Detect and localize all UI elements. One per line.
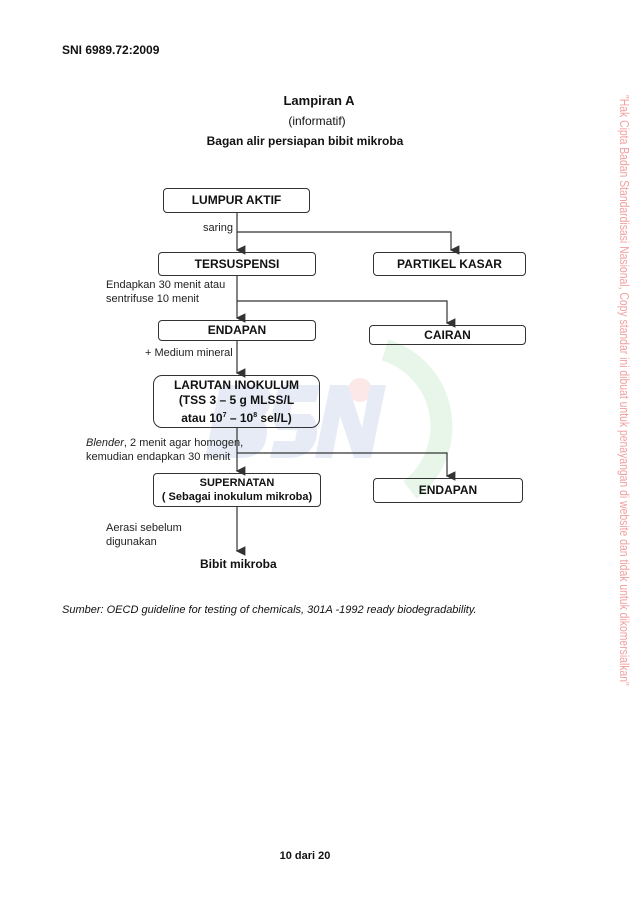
logo-dot	[348, 378, 372, 402]
box-endapan-2: ENDAPAN	[373, 478, 523, 503]
label-aerasi-line2: digunakan	[106, 536, 157, 548]
larutan-line2: (TSS 3 – 5 g MLSS/L	[178, 392, 295, 407]
label-aerasi: Aerasi sebelum digunakan	[106, 521, 182, 549]
larutan-text: – 10	[226, 410, 254, 425]
supernatan-line2: ( Sebagai inokulum mikroba)	[161, 491, 313, 503]
box-tersuspensi: TERSUSPENSI	[158, 252, 316, 276]
figure-caption: Bagan alir persiapan bibit mikroba	[206, 134, 404, 148]
source-note: Sumber: OECD guideline for testing of ch…	[62, 604, 477, 616]
larutan-line3: atau 107 – 108 sel/L)	[181, 408, 292, 426]
blender-italic: Blender	[86, 437, 124, 449]
exponent: 7	[222, 411, 227, 419]
label-endapkan-line1: Endapkan 30 menit atau	[106, 279, 226, 291]
box-supernatan: SUPERNATAN ( Sebagai inokulum mikroba)	[153, 473, 321, 507]
label-blender-line2: kemudian endapkan 30 menit	[86, 451, 231, 463]
label-medium-mineral: + Medium mineral	[145, 347, 233, 359]
logo-letter-s	[270, 385, 320, 458]
label-endapkan: Endapkan 30 menit atau sentrifuse 10 men…	[106, 278, 225, 306]
larutan-line1: LARUTAN INOKULUM	[173, 377, 300, 392]
box-lumpur-aktif: LUMPUR AKTIF	[163, 188, 310, 213]
blender-rest: , 2 menit agar homogen,	[123, 437, 244, 449]
appendix-type: (informatif)	[288, 114, 346, 128]
label-endapkan-line2: sentrifuse 10 menit	[106, 293, 199, 305]
logo-lettering-shapes	[205, 385, 386, 458]
copyright-watermark: "Hak Cipta Badan Standardisasi Nasional,…	[617, 95, 632, 686]
box-cairan: CAIRAN	[369, 325, 526, 345]
appendix-title: Lampiran A	[283, 93, 355, 108]
supernatan-line1: SUPERNATAN	[199, 477, 275, 489]
logo-arc	[381, 339, 453, 499]
box-partikel-kasar: PARTIKEL KASAR	[373, 252, 526, 276]
document-code: SNI 6989.72:2009	[62, 43, 160, 57]
larutan-text: sel/L)	[257, 410, 292, 425]
label-aerasi-line1: Aerasi sebelum	[106, 522, 182, 534]
label-saring: saring	[203, 222, 233, 234]
page-number: 10 dari 20	[279, 850, 331, 862]
exponent: 8	[253, 411, 258, 419]
logo-letter-n	[315, 385, 386, 458]
larutan-text: atau 10	[181, 410, 223, 425]
box-endapan: ENDAPAN	[158, 320, 316, 341]
label-blender: Blender, 2 menit agar homogen, kemudian …	[86, 436, 243, 464]
bsn-logo-watermark	[205, 339, 453, 499]
box-larutan-inokulum: LARUTAN INOKULUM (TSS 3 – 5 g MLSS/L ata…	[153, 375, 320, 428]
logo-letter-b	[205, 385, 271, 458]
result-bibit-mikroba: Bibit mikroba	[200, 557, 277, 571]
label-blender-line1: Blender, 2 menit agar homogen,	[86, 436, 243, 450]
